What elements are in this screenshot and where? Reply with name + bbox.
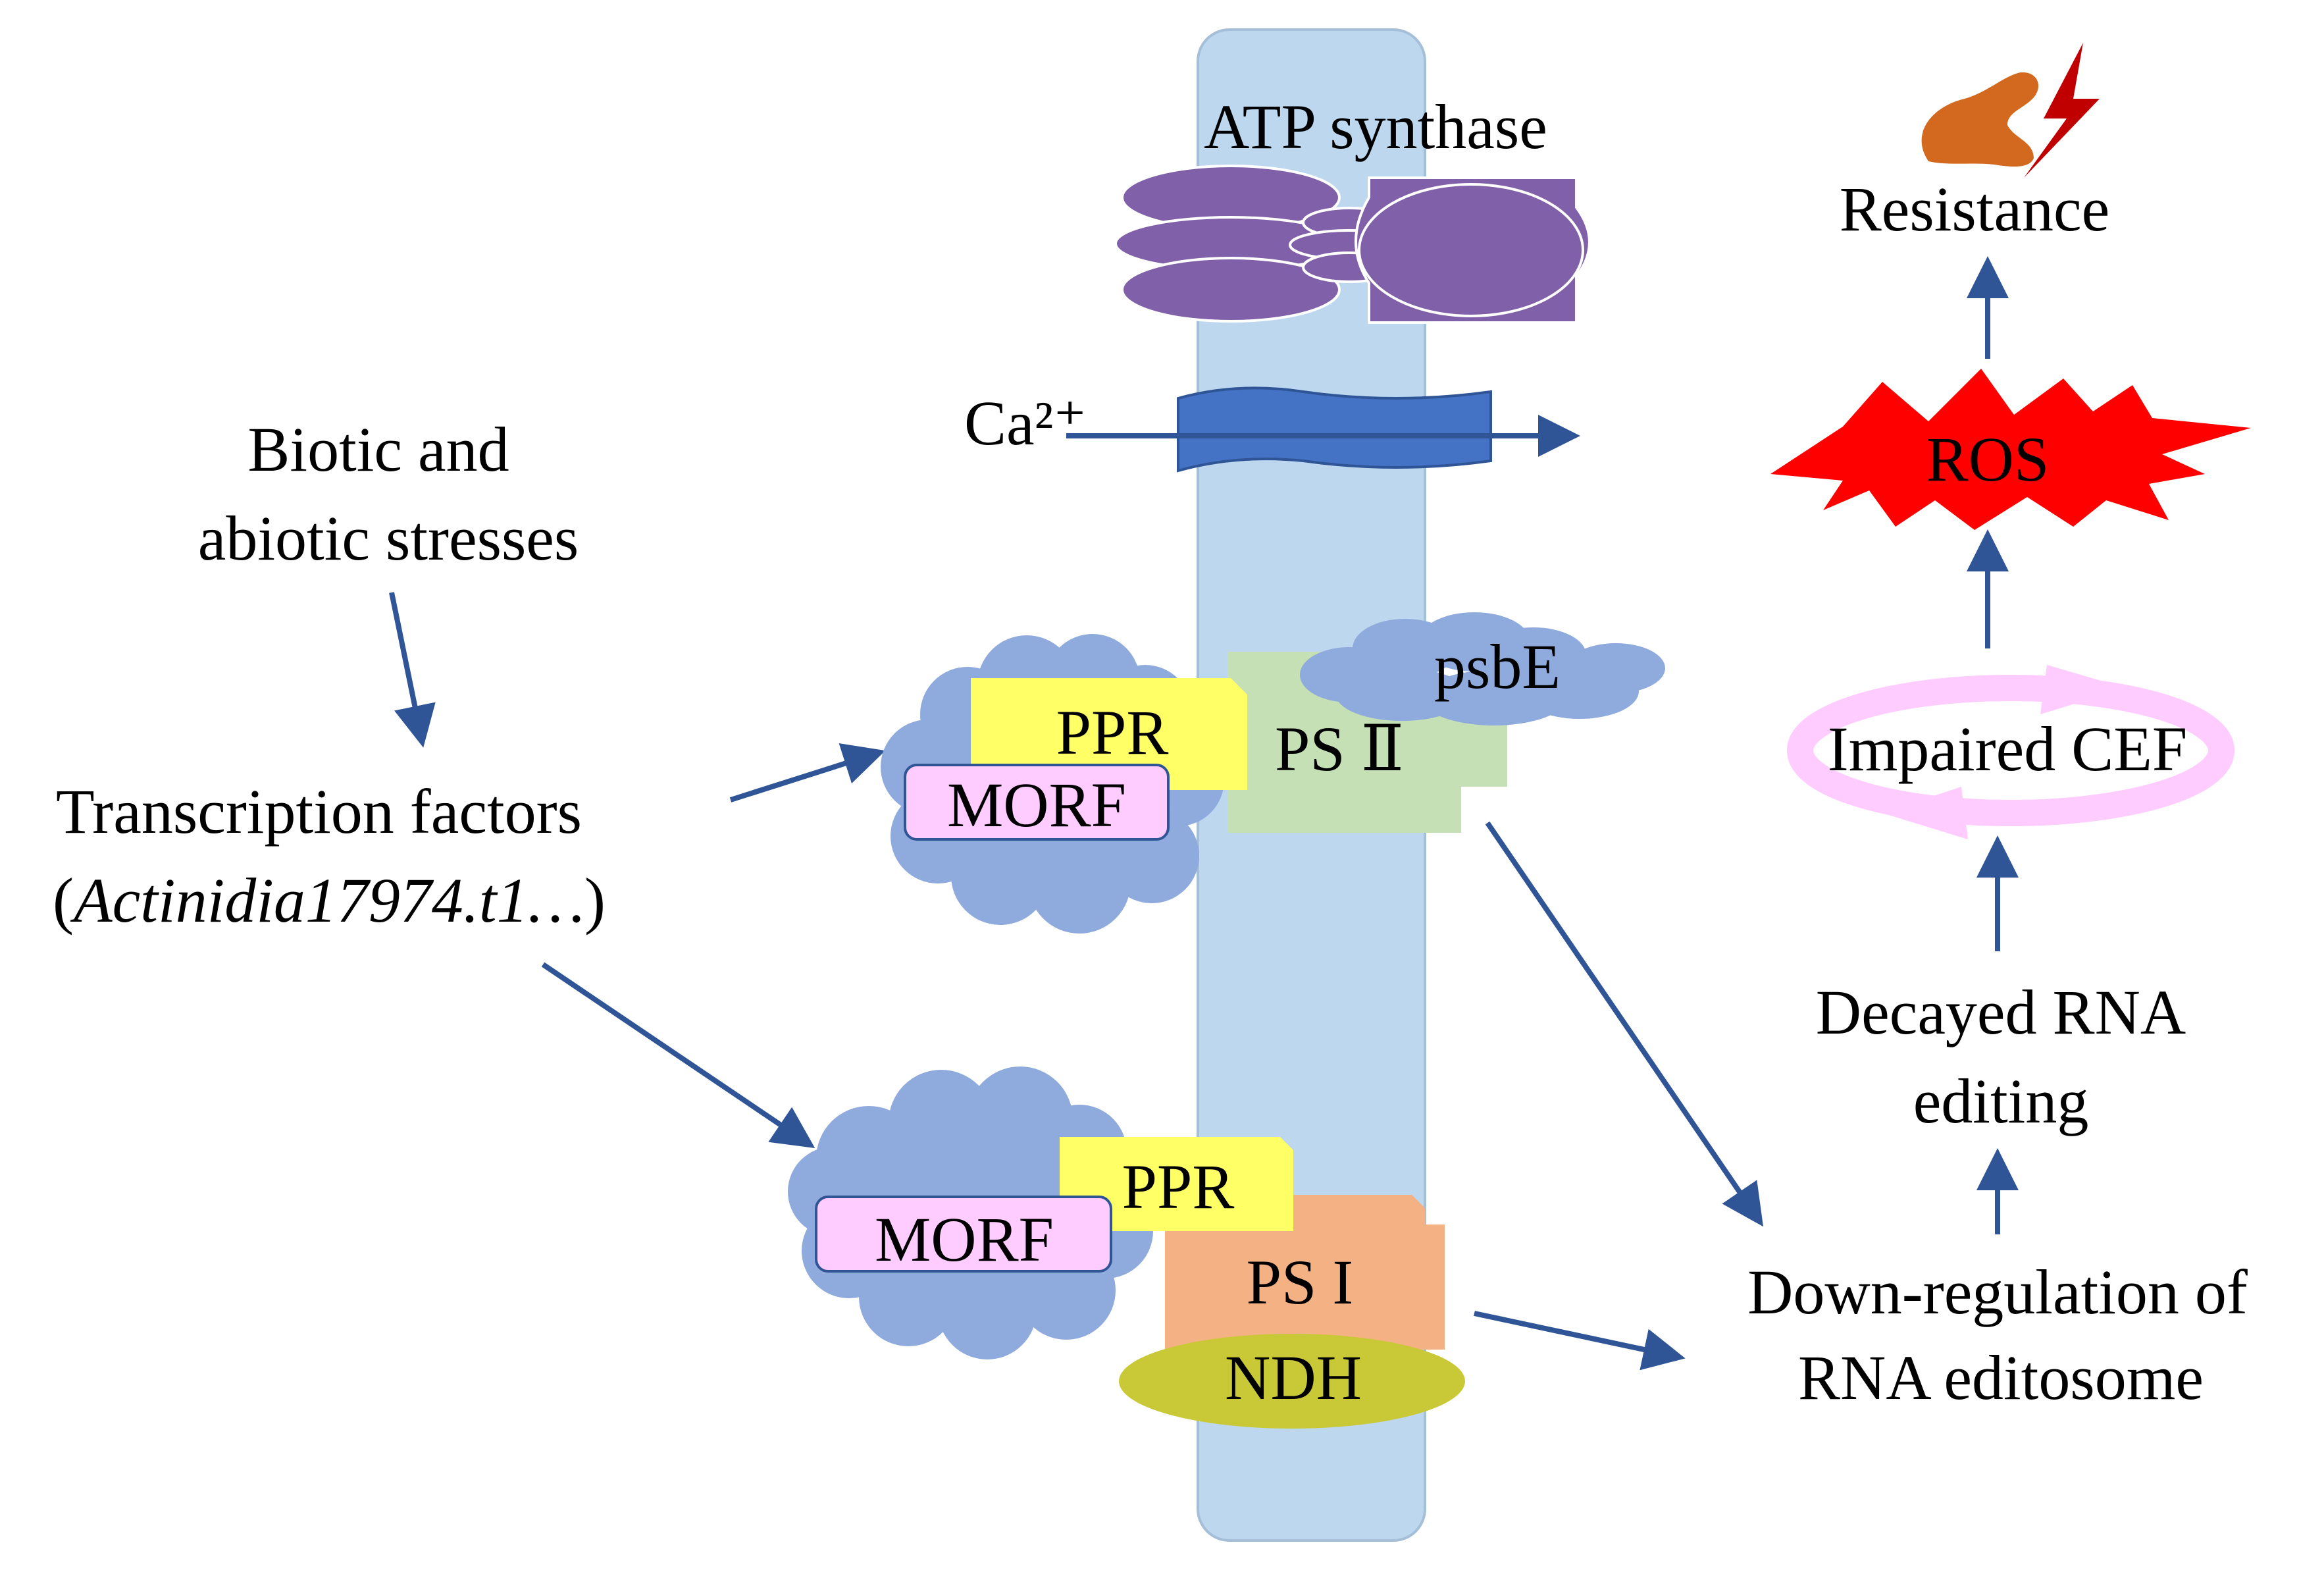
ps2-label: PS Ⅱ — [1275, 714, 1404, 784]
morf-label-top: MORF — [947, 770, 1126, 840]
stress-label-line2: abiotic stresses — [198, 503, 579, 573]
tf-label-line2: (Actinidia17974.t1…) — [53, 865, 606, 935]
atp-synthase-label: ATP synthase — [1204, 92, 1547, 162]
downregulation-label-line1: Down-regulation of — [1747, 1257, 2248, 1327]
decayed-label-line2: editing — [1913, 1066, 2089, 1136]
ndh-label: NDH — [1225, 1342, 1362, 1413]
resistance-label: Resistance — [1840, 174, 2110, 244]
ppr-label-bottom: PPR — [1122, 1151, 1235, 1222]
flexed-muscle-icon — [1921, 72, 2039, 167]
tf-to-ps2-arrow — [729, 743, 886, 803]
ros-explosion-shape — [1770, 369, 2251, 530]
psbe-label: psbE — [1434, 631, 1561, 702]
cef-cycle-icon — [1787, 665, 2234, 839]
stress-label-line1: Biotic and — [247, 414, 509, 485]
tf-close-paren: ) — [584, 865, 606, 935]
morf-box-top — [904, 764, 1170, 841]
ros-label: ROS — [1926, 424, 2050, 494]
ppr-box-bottom — [1060, 1137, 1293, 1231]
psbe-cloud — [1300, 612, 1665, 725]
atp-synthase-complex — [1114, 165, 1591, 324]
morf-box-bottom — [815, 1196, 1112, 1273]
impaired-cef-label: Impaired CEF — [1828, 714, 2188, 784]
decayed-label-line1: Decayed RNA — [1816, 977, 2186, 1047]
ps2-block — [1227, 652, 1507, 833]
ps2-to-downregulation-arrow — [1485, 821, 1764, 1227]
calcium-label: Ca²⁺ — [964, 388, 1087, 458]
stress-to-tf-arrow — [389, 592, 436, 748]
tf-open-paren: ( — [53, 865, 74, 935]
downregulation-label-line2: RNA editosome — [1798, 1342, 2204, 1413]
ppr-label-top: PPR — [1056, 697, 1169, 768]
tf-gene-id: Actinidia17974.t1… — [70, 865, 584, 935]
calcium-channel — [1177, 386, 1492, 473]
lightning-bolt-icon — [2024, 43, 2100, 178]
ppr-box-top — [971, 678, 1247, 790]
morf-label-bottom: MORF — [875, 1204, 1054, 1275]
ps1-block — [1165, 1195, 1445, 1350]
ps1-to-downregulation-arrow — [1474, 1311, 1686, 1371]
tf-label-line1: Transcription factors — [56, 776, 582, 847]
ps1-label: PS I — [1247, 1247, 1354, 1317]
tf-to-ps1-arrow — [541, 962, 815, 1148]
ndh-complex — [1119, 1334, 1465, 1429]
